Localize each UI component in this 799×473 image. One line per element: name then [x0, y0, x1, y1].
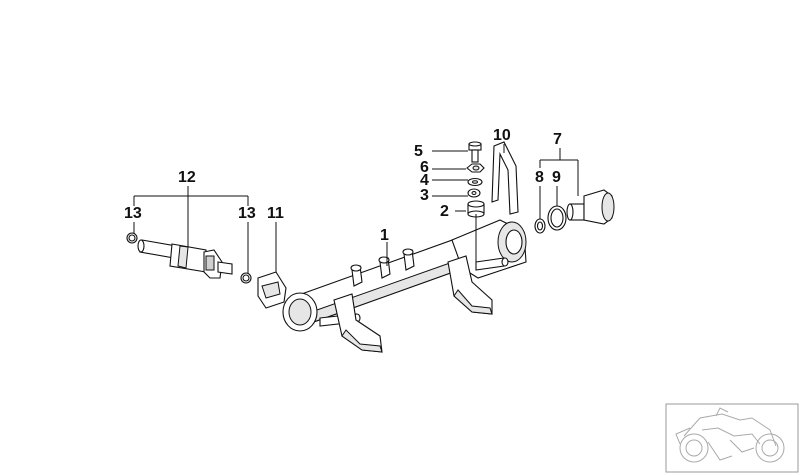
washer-part-4[interactable]	[467, 177, 483, 187]
o-ring-part-9[interactable]	[547, 205, 567, 231]
callout-5: 5	[414, 143, 423, 160]
callout-12: 12	[178, 169, 196, 186]
callout-7: 7	[553, 131, 562, 148]
washer-part-3[interactable]	[467, 188, 481, 198]
o-ring-part-13-left[interactable]	[126, 232, 138, 244]
clip-part-10[interactable]	[491, 141, 519, 215]
o-ring-part-8[interactable]	[534, 218, 546, 234]
injector-part-12[interactable]	[137, 239, 233, 279]
callout-13-left: 13	[124, 205, 142, 222]
nut-part-6[interactable]	[466, 163, 485, 173]
callout-6: 6	[420, 159, 429, 176]
screw-part-5[interactable]	[468, 141, 482, 163]
fuel-rail-part-1[interactable]	[282, 219, 527, 353]
callout-2: 2	[440, 203, 449, 220]
callout-1: 1	[380, 227, 389, 244]
clamp-part-11[interactable]	[257, 271, 287, 309]
callout-labels: 1 2 3 4 5 6 7 8 9 10 11 12 13 13	[124, 127, 562, 244]
callout-10: 10	[493, 127, 511, 144]
callout-8: 8	[535, 169, 544, 186]
leader-lines	[133, 144, 579, 273]
callout-4: 4	[420, 172, 429, 189]
pressure-regulator-part-7[interactable]	[566, 189, 615, 225]
callout-9: 9	[552, 169, 561, 186]
callout-11: 11	[267, 205, 284, 222]
callout-3: 3	[420, 187, 429, 204]
callout-13-right: 13	[238, 205, 256, 222]
o-ring-part-13-right[interactable]	[240, 272, 252, 284]
motorcycle-thumbnail-icon[interactable]	[665, 403, 799, 473]
